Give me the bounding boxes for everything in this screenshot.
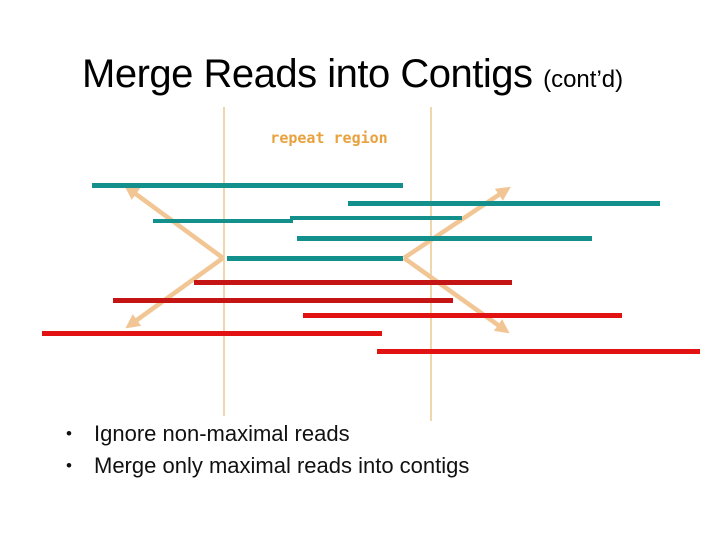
teal-read-6 (227, 256, 403, 261)
red-read-3 (303, 313, 622, 318)
bullet-text: Ignore non-maximal reads (94, 421, 350, 446)
bullet-dot: • (66, 424, 72, 443)
teal-read-1 (92, 183, 403, 188)
bullet-dot: • (66, 456, 72, 475)
bullet-item: • Ignore non-maximal reads (66, 420, 469, 452)
red-read-1 (194, 280, 512, 285)
bullet-text: Merge only maximal reads into contigs (94, 453, 470, 478)
teal-read-3 (290, 216, 462, 220)
merge-arrow-up-left (124, 185, 225, 260)
teal-read-4 (153, 219, 293, 223)
repeat-region-left-boundary (223, 107, 225, 416)
merge-arrow-down-right (402, 256, 510, 334)
bullet-list: • Ignore non-maximal reads • Merge only … (66, 420, 469, 484)
teal-read-2 (348, 201, 660, 206)
merge-arrow-down-left (125, 256, 225, 329)
bullet-item: • Merge only maximal reads into contigs (66, 452, 469, 484)
repeat-region-right-boundary (430, 107, 432, 421)
red-read-4 (42, 331, 382, 336)
repeat-region-label: repeat region (270, 129, 388, 147)
red-read-2 (113, 298, 453, 303)
slide-title-main: Merge Reads into Contigs (82, 52, 533, 96)
red-read-5 (377, 349, 700, 354)
slide-title: Merge Reads into Contigs (cont’d) (82, 53, 623, 95)
slide-title-suffix: (cont’d) (543, 66, 624, 93)
teal-read-5 (297, 236, 592, 241)
